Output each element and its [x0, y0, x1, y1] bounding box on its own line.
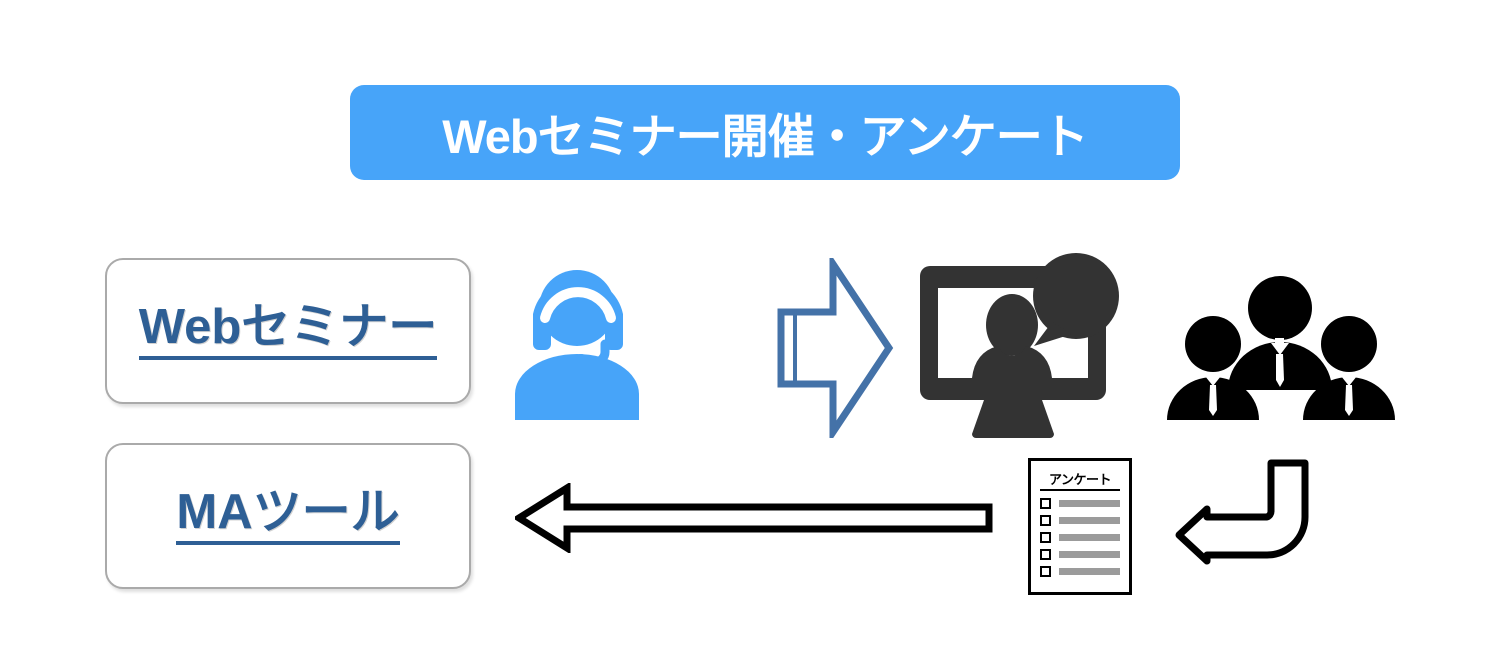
survey-row [1040, 515, 1120, 526]
survey-line [1059, 568, 1120, 575]
survey-row [1040, 498, 1120, 509]
survey-title: アンケート [1040, 469, 1120, 491]
left-long-arrow-icon [512, 481, 993, 558]
right-block-arrow-icon [775, 252, 895, 444]
label-box-webinar[interactable]: Webセミナー [105, 258, 471, 404]
survey-line [1059, 517, 1120, 524]
survey-line [1059, 534, 1120, 541]
survey-checkbox[interactable] [1040, 532, 1051, 543]
survey-row [1040, 566, 1120, 577]
survey-checkbox[interactable] [1040, 515, 1051, 526]
label-box-webinar-text: Webセミナー [138, 301, 438, 360]
survey-row [1040, 532, 1120, 543]
survey-line [1059, 551, 1120, 558]
curved-return-arrow-icon [1175, 455, 1320, 570]
survey-checkbox[interactable] [1040, 566, 1051, 577]
audience-group-icon [1155, 272, 1405, 432]
monitor-webinar-icon [912, 248, 1127, 448]
header-banner: Webセミナー開催・アンケート [350, 85, 1180, 180]
survey-sheet-icon: アンケート [1028, 458, 1132, 595]
headset-person-icon [505, 252, 675, 427]
survey-checkbox[interactable] [1040, 549, 1051, 560]
survey-line [1059, 500, 1120, 507]
survey-row [1040, 549, 1120, 560]
label-box-ma-tool[interactable]: MAツール [105, 443, 471, 589]
page-title: Webセミナー開催・アンケート [442, 110, 1088, 163]
label-box-ma-tool-text: MAツール [176, 486, 400, 545]
survey-checkbox[interactable] [1040, 498, 1051, 509]
